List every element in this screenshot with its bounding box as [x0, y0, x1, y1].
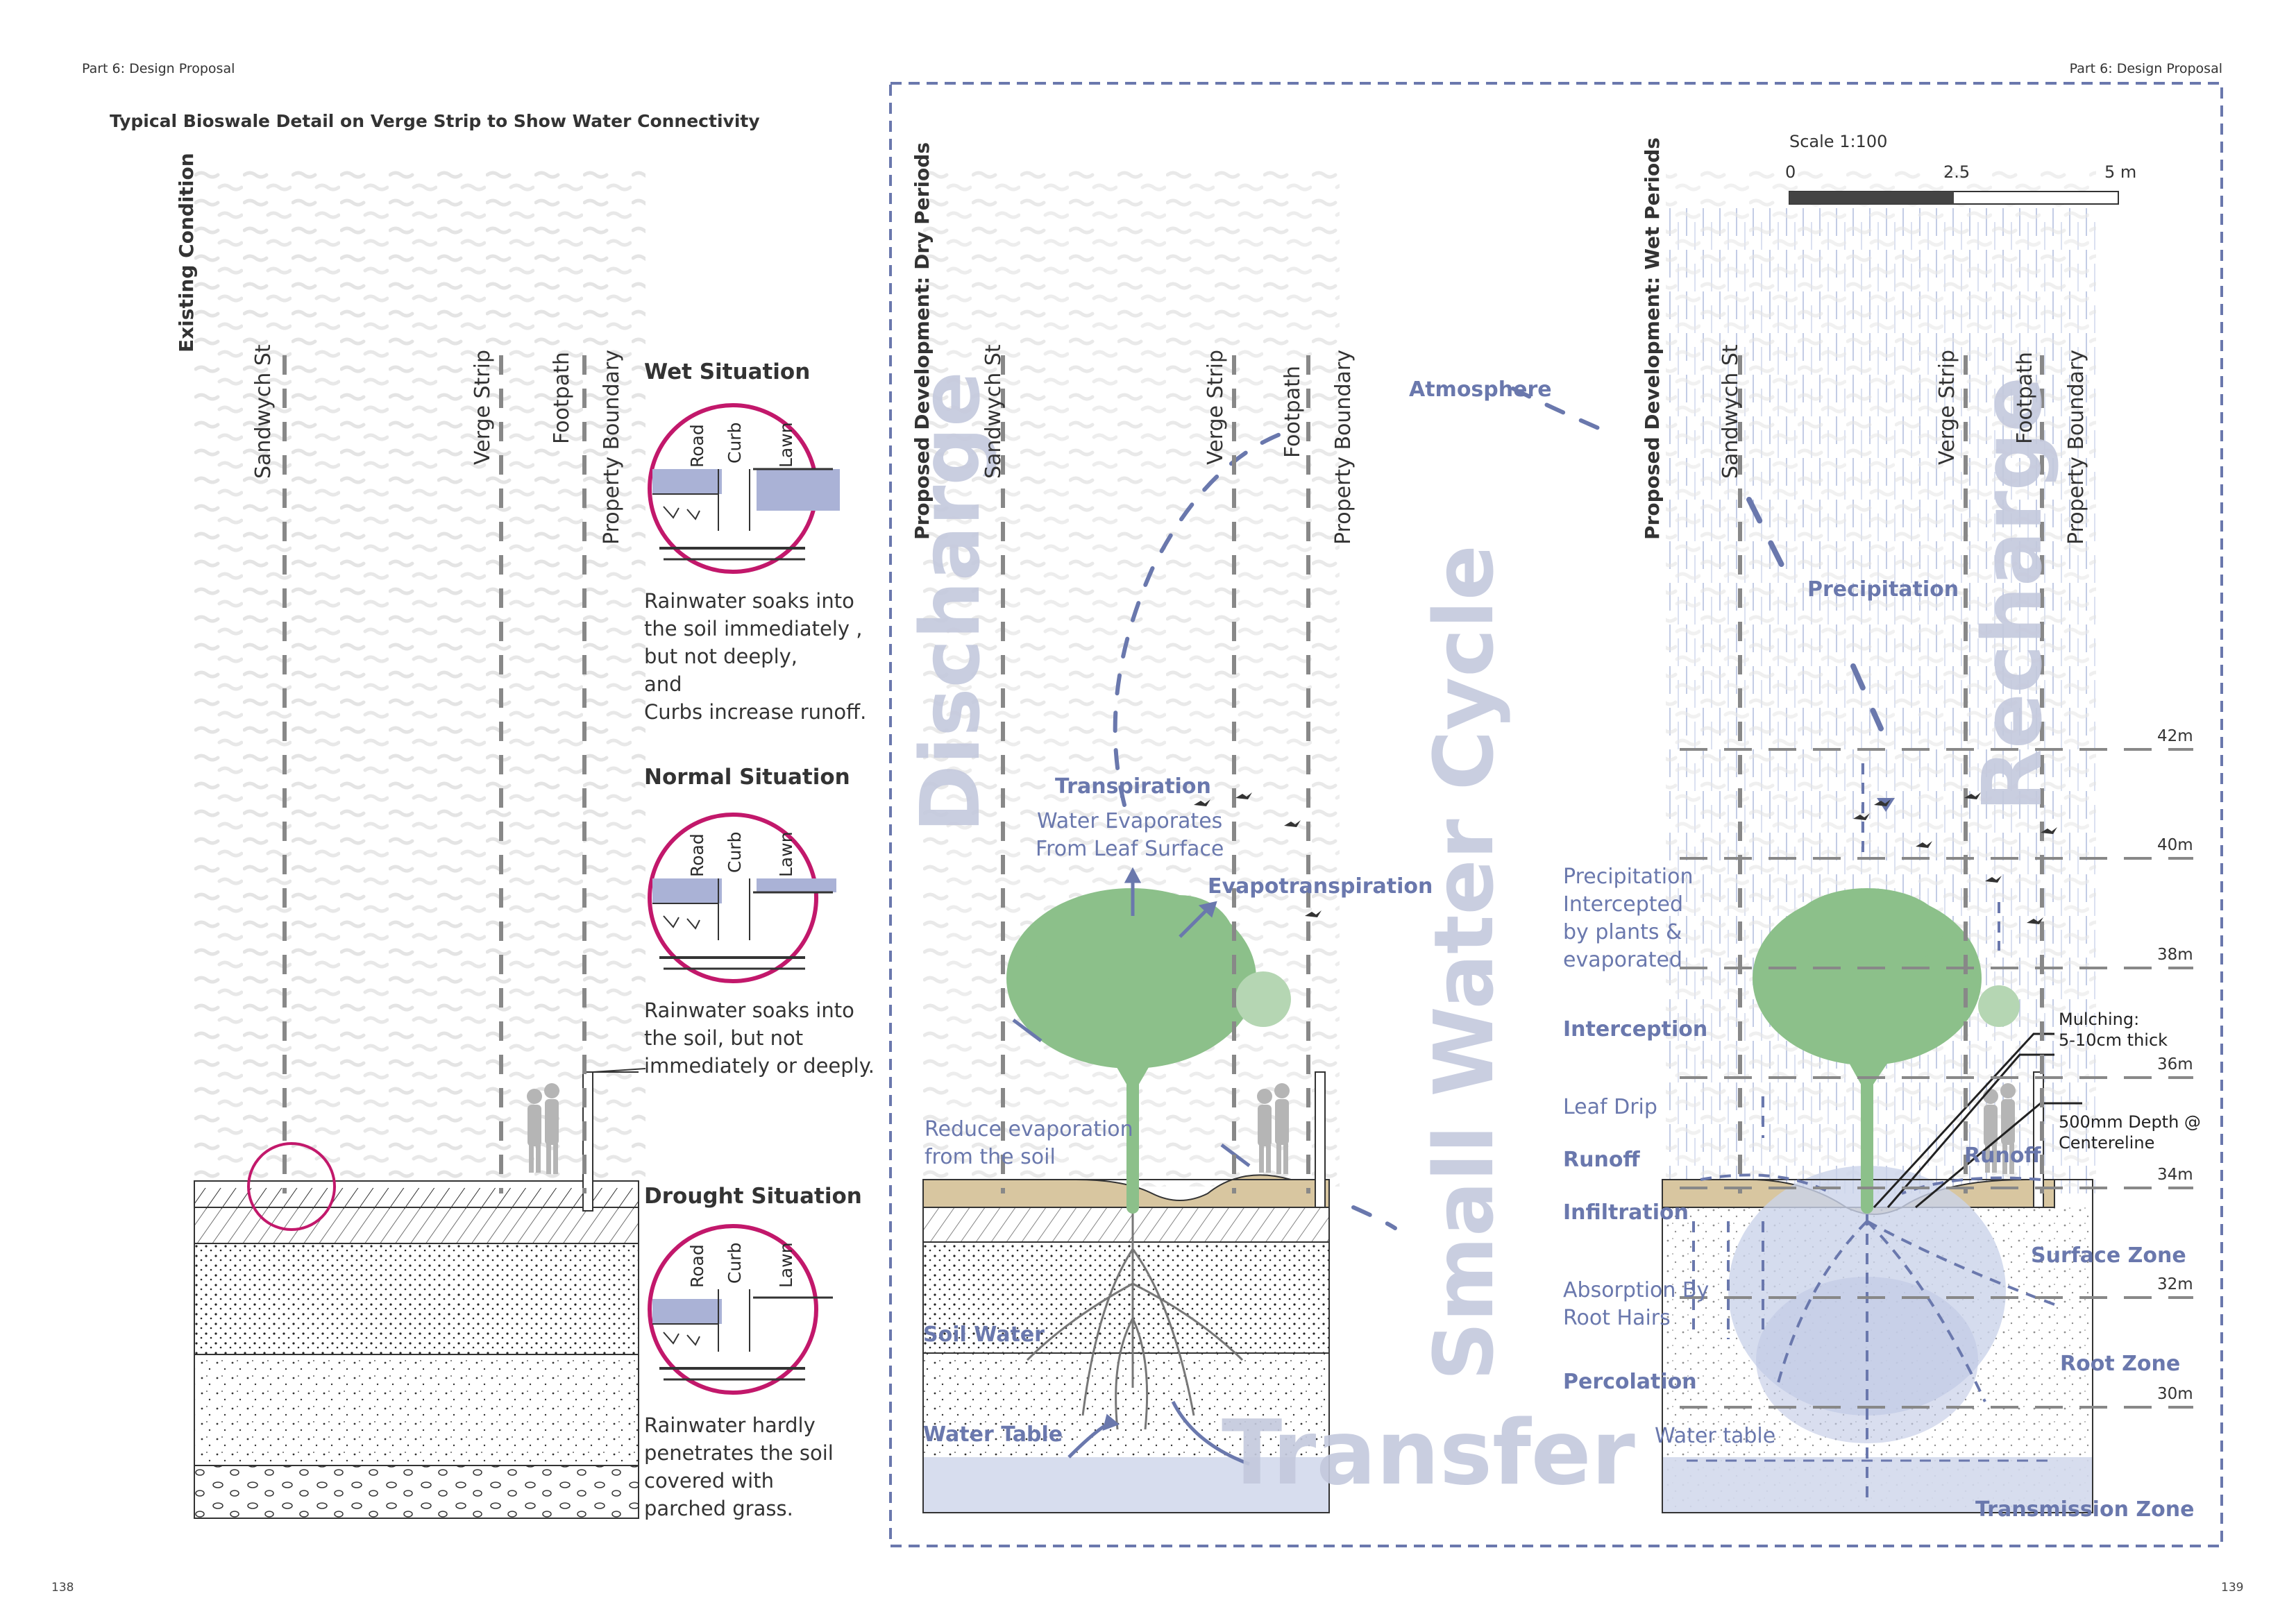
page-number-left: 138: [51, 1581, 74, 1595]
label-footpath: Footpath: [550, 352, 574, 444]
elevation-34m: 34m: [2157, 1166, 2193, 1184]
label-atmosphere: Atmosphere: [1409, 377, 1552, 402]
circle-label-road: Road: [687, 833, 707, 877]
elevation-30m: 30m: [2157, 1385, 2193, 1403]
header-right: Part 6: Design Proposal: [2069, 61, 2222, 76]
circle-label-lawn: Lawn: [776, 422, 796, 468]
label-root-zone: Root Zone: [2060, 1352, 2181, 1376]
scale-tick-2-5: 2.5: [1943, 162, 1970, 182]
section-wet: Proposed Development: Wet Periods: [1641, 137, 1664, 540]
label-transpiration: Transpiration: [1055, 774, 1211, 799]
section-existing: Existing Condition: [175, 153, 198, 352]
elevation-32m: 32m: [2157, 1275, 2193, 1293]
label-sandwych-st: Sandwych St: [1719, 344, 1743, 479]
label-verge-strip: Verge Strip: [1935, 349, 1959, 465]
circle-label-lawn: Lawn: [776, 831, 796, 877]
scale-tick-0: 0: [1785, 162, 1796, 182]
label-soil-water: Soil Water: [923, 1323, 1045, 1347]
big-word-cycle: Small Water Cycle: [1416, 545, 1512, 1381]
label-property-boundary: Property Boundary: [600, 350, 624, 545]
drought-situation-title: Drought Situation: [644, 1184, 862, 1209]
label-precipitation: Precipitation: [1807, 577, 1959, 602]
elevation-42m: 42m: [2157, 727, 2193, 745]
scale-label: Scale 1:100: [1789, 132, 1888, 151]
label-property-boundary: Property Boundary: [1331, 350, 1356, 545]
label-footpath: Footpath: [2013, 352, 2037, 444]
wet-situation-circle: [648, 403, 840, 574]
label-footpath: Footpath: [1281, 366, 1305, 458]
header-left: Part 6: Design Proposal: [82, 61, 235, 76]
label-transmission-zone: Transmission Zone: [1975, 1497, 2195, 1522]
label-runoff-left: Runoff: [1563, 1148, 1640, 1172]
label-water-table: Water Table: [923, 1422, 1063, 1447]
drought-situation-circle: [648, 1224, 833, 1395]
scale-tick-5: 5 m: [2104, 162, 2137, 182]
note-mulching: Mulching:5-10cm thick: [2059, 1010, 2168, 1050]
label-evapotranspiration: Evapotranspiration: [1208, 874, 1433, 899]
section-dry: Proposed Development: Dry Periods: [911, 142, 934, 540]
dry-section: [922, 386, 1605, 1513]
label-percolation: Percolation: [1563, 1370, 1697, 1394]
circle-label-curb: Curb: [725, 831, 745, 873]
label-verge-strip: Verge Strip: [1204, 349, 1228, 465]
circle-label-road: Road: [687, 424, 707, 468]
normal-situation-circle: [648, 813, 836, 983]
scale-bar: [1789, 191, 2119, 205]
label-verge-strip: Verge Strip: [471, 349, 495, 465]
circle-label-road: Road: [687, 1244, 707, 1288]
page-number-right: 139: [2221, 1581, 2244, 1595]
label-runoff-right: Runoff: [1964, 1144, 2041, 1168]
big-word-transfer: Transfer: [1222, 1402, 1635, 1505]
existing-section: [194, 1068, 646, 1519]
label-water-table-wet: Water table: [1655, 1424, 1776, 1448]
circle-label-curb: Curb: [725, 422, 745, 464]
page-title: Typical Bioswale Detail on Verge Strip t…: [110, 111, 760, 131]
circle-label-curb: Curb: [725, 1242, 745, 1284]
circle-label-lawn: Lawn: [776, 1242, 796, 1288]
label-surface-zone: Surface Zone: [2031, 1243, 2186, 1268]
note-depth: 500mm Depth @Centereline: [2059, 1112, 2201, 1153]
wet-section: [1662, 497, 2093, 1513]
elevation-36m: 36m: [2157, 1055, 2193, 1073]
label-interception: Interception: [1563, 1017, 1708, 1042]
label-property-boundary: Property Boundary: [2064, 350, 2088, 545]
elevation-38m: 38m: [2157, 946, 2193, 964]
label-sandwych-st: Sandwych St: [981, 344, 1006, 479]
elevation-40m: 40m: [2157, 836, 2193, 854]
label-leaf-drip: Leaf Drip: [1563, 1095, 1657, 1119]
wet-situation-title: Wet Situation: [644, 359, 811, 384]
big-word-recharge: Recharge: [1964, 376, 2060, 812]
label-sandwych-st: Sandwych St: [251, 344, 276, 479]
normal-situation-title: Normal Situation: [644, 765, 850, 790]
label-infiltration: Infiltration: [1563, 1200, 1689, 1225]
